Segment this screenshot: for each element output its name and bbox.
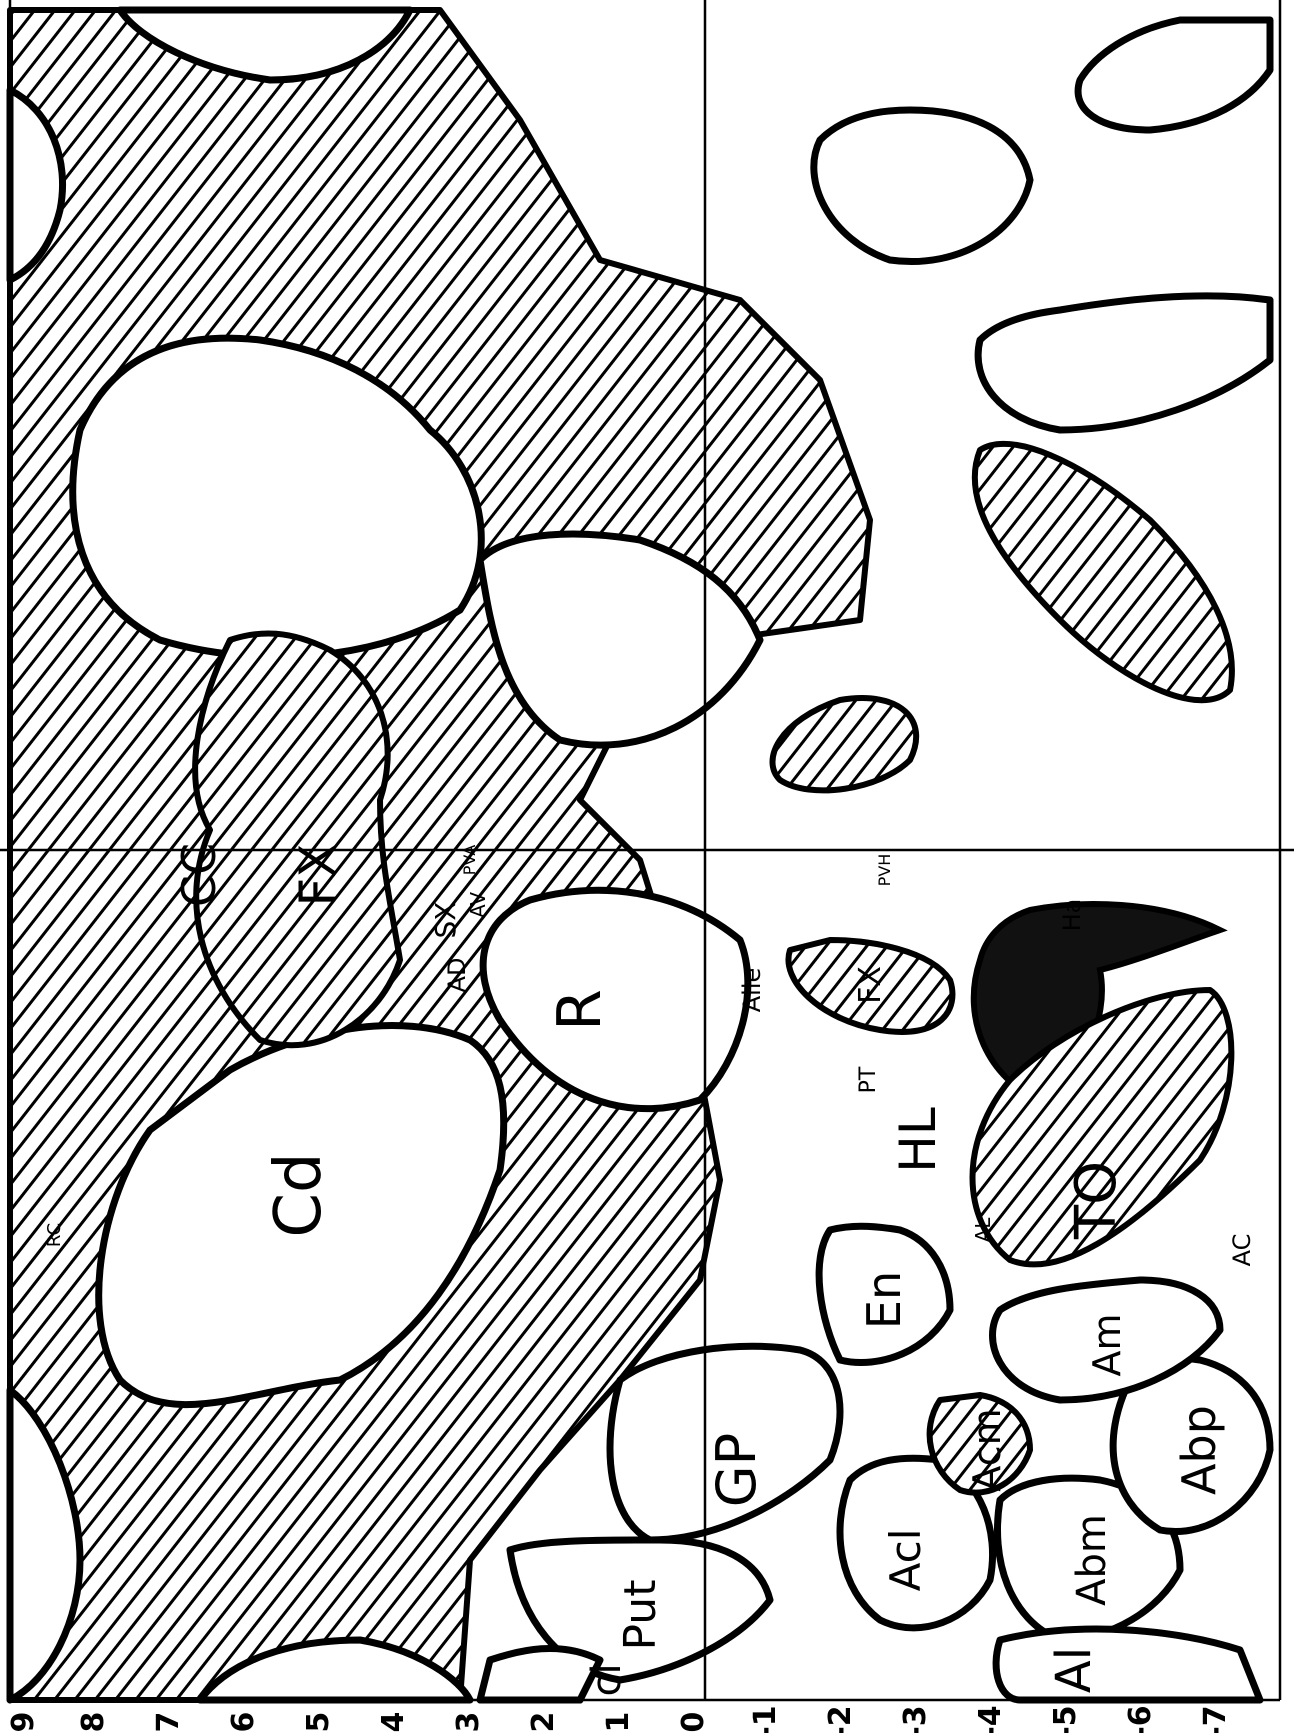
tick-label: -1 (748, 1705, 783, 1733)
label-cc: CC (172, 843, 226, 907)
label-ad: AD (443, 958, 471, 993)
label-to: TO (1064, 1161, 1129, 1240)
tract-lower-right (975, 444, 1232, 700)
tick-label: 8 (76, 1712, 111, 1733)
label-cd: Cd (262, 1152, 336, 1237)
tick-label: 9 (6, 1712, 41, 1733)
tick-label: -4 (973, 1705, 1008, 1733)
label-en: En (857, 1271, 911, 1329)
label-pt: PT (856, 1066, 881, 1093)
label-gp: GP (705, 1433, 768, 1507)
label-fx-lower: FX (853, 966, 888, 1004)
tick-label: 2 (526, 1712, 561, 1733)
scale-axis: 9 8 7 6 5 4 3 2 1 0 -1 -2 -3 -4 -5 -6 -7 (6, 1705, 1233, 1733)
label-alle: Alle (738, 968, 766, 1013)
label-al: Al (1046, 1647, 1102, 1693)
label-sx: SX (429, 902, 462, 939)
tick-label: -6 (1123, 1705, 1158, 1733)
tick-label: 0 (676, 1712, 711, 1733)
label-am: Am (1085, 1313, 1129, 1376)
label-r: R (545, 989, 615, 1031)
tick-label: 7 (151, 1712, 186, 1733)
tick-label: -3 (898, 1705, 933, 1733)
label-pva: PVA (460, 845, 479, 876)
label-acl: Acl (881, 1529, 930, 1592)
label-pvh: PVH (875, 854, 894, 887)
label-acm: Acm (965, 1408, 1009, 1491)
label-cl: cl (584, 1663, 630, 1696)
label-put: Put (615, 1580, 666, 1651)
tick-label: -5 (1048, 1705, 1083, 1733)
tick-label: -7 (1198, 1705, 1233, 1733)
label-rc: RC (44, 1223, 65, 1247)
label-av: AV (466, 892, 490, 918)
label-abm: Abm (1069, 1514, 1115, 1606)
tick-label: 3 (451, 1712, 486, 1733)
tick-label: -2 (823, 1705, 858, 1733)
tract-cc (195, 633, 400, 1045)
region-top-right-2 (978, 296, 1270, 430)
label-abp: Abp (1172, 1405, 1226, 1495)
tick-label: 6 (226, 1712, 261, 1733)
label-ac: AC (1228, 1234, 1256, 1267)
region-al (996, 1629, 1260, 1700)
label-al-small: AL (971, 1217, 995, 1243)
region-top-right-1 (814, 110, 1030, 262)
tick-label: 5 (301, 1712, 336, 1733)
region-top-right-3 (1078, 20, 1270, 130)
label-hl: HL (889, 1107, 947, 1173)
tick-label: 1 (601, 1712, 636, 1733)
tick-label: 4 (376, 1712, 411, 1733)
tract-mid-oval (773, 698, 917, 790)
region-cl (480, 1648, 600, 1700)
label-ha: Ha (1058, 899, 1086, 932)
label-fx-upper: FX (289, 843, 347, 906)
